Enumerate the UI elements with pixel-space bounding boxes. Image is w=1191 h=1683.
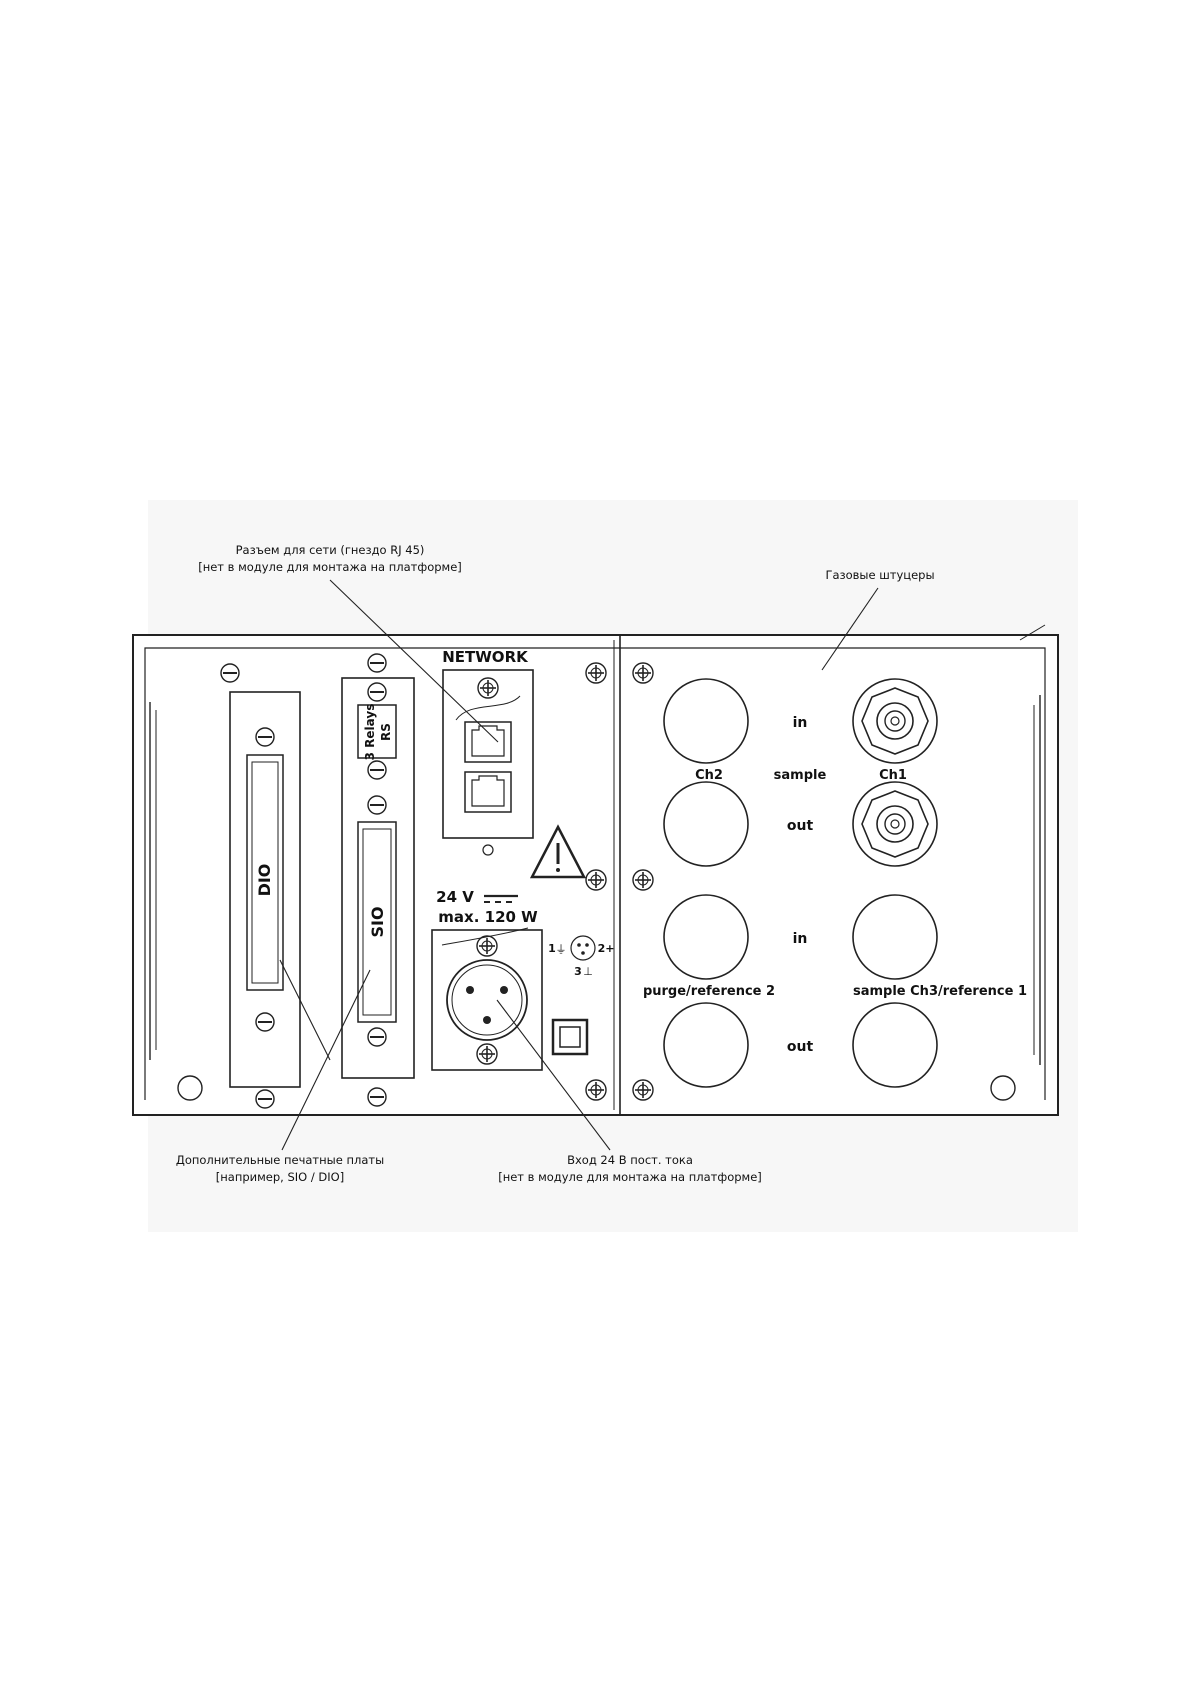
screw-center-bottom-right — [632, 1079, 654, 1101]
dc-symbol — [484, 894, 518, 903]
label-purge-reference-2: purge/reference 2 — [643, 984, 775, 999]
gas-fitting-ch3-out — [852, 1002, 938, 1088]
pin1-label: 1 — [548, 942, 556, 955]
label-ch2: Ch2 — [695, 768, 723, 783]
warning-icon — [529, 824, 587, 879]
gas-fitting-purge-in — [663, 894, 749, 980]
label-out-top: out — [787, 818, 814, 834]
pin-diagram: 1 ⏚ 2+ 3 ⊥ — [548, 935, 615, 978]
relays-label-line1: 3 Relays — [363, 704, 377, 761]
gas-fitting-ch2-out — [663, 781, 749, 867]
gas-fitting-purge-out — [663, 1002, 749, 1088]
screw-center-top-left — [585, 662, 607, 684]
label-sample-ch3-reference-1: sample Ch3/reference 1 — [853, 984, 1027, 999]
relays-label-line2: RS — [379, 723, 393, 741]
gas-fitting-ch3-in — [852, 894, 938, 980]
relays-connector — [357, 704, 397, 759]
gas-fitting-ch1-out — [852, 781, 938, 867]
label-in-top: in — [793, 715, 808, 731]
pin3-label: 3 — [574, 965, 582, 978]
power-callout-line2: [нет в модуле для монтажа на платформе] — [498, 1170, 762, 1184]
network-callout-line2: [нет в модуле для монтажа на платформе] — [198, 560, 462, 574]
label-sample: sample — [774, 768, 827, 783]
power-switch — [551, 1018, 589, 1056]
gas-fitting-ch2-in — [663, 678, 749, 764]
power-connector — [431, 927, 543, 1071]
gas-fittings-callout: Газовые штуцеры — [825, 568, 934, 582]
sio-connector — [357, 821, 397, 1023]
rj45-socket-top — [464, 721, 512, 763]
svg-text:⏚: ⏚ — [556, 943, 567, 956]
label-in-bottom: in — [793, 931, 808, 947]
sio-board: 3 Relays RS SIO — [341, 653, 415, 1107]
boards-callout-line2: [например, SIO / DIO] — [216, 1170, 344, 1184]
boards-callout-line1: Дополнительные печатные платы — [176, 1153, 384, 1167]
leader-lines — [279, 579, 879, 1151]
power-callout-line1: Вход 24 В пост. тока — [567, 1153, 693, 1167]
rj45-socket-bottom — [464, 771, 512, 813]
voltage-label: 24 V — [436, 888, 474, 906]
pin2-label: 2+ — [598, 942, 615, 955]
screw-center-mid-left — [585, 869, 607, 891]
screw-center-top-right — [632, 662, 654, 684]
network-label: NETWORK — [442, 648, 529, 666]
sio-label: SIO — [368, 906, 387, 937]
label-ch1: Ch1 — [879, 768, 907, 783]
label-out-bottom: out — [787, 1039, 814, 1055]
dio-board: DIO — [220, 663, 301, 1109]
dio-label: DIO — [255, 864, 274, 897]
network-callout-line1: Разъем для сети (гнездо RJ 45) — [236, 543, 425, 557]
dio-connector — [246, 754, 284, 991]
screw-center-bottom-left — [585, 1079, 607, 1101]
svg-text:⊥: ⊥ — [583, 965, 593, 978]
gas-fitting-ch1-in — [852, 678, 938, 764]
network-module: NETWORK — [442, 648, 534, 856]
screw-center-mid-right — [632, 869, 654, 891]
power-label: max. 120 W — [438, 908, 538, 926]
